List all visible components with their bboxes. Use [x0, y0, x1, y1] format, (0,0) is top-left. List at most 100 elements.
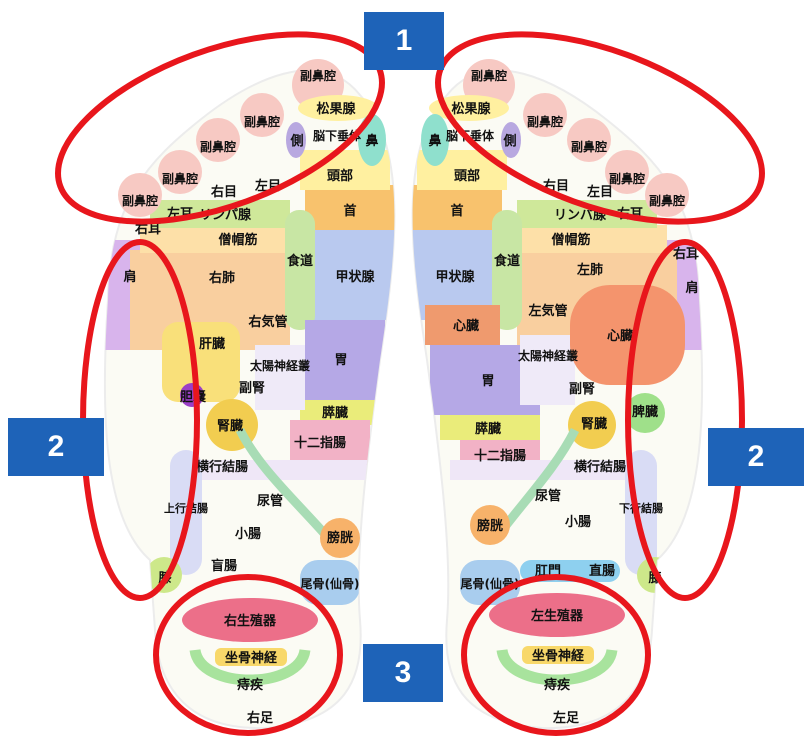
right-trapezius-zone	[140, 225, 290, 253]
left-label-me2: 左目	[587, 184, 613, 200]
left-label-zakotsu: 坐骨神経	[532, 648, 585, 664]
right-label-jinzou: 腎臓	[217, 418, 243, 434]
left-label-seishoku: 左生殖器	[531, 608, 584, 624]
right-duodenum-zone	[290, 420, 370, 465]
right-label-shoukasen: 松果腺	[316, 101, 356, 117]
left-toe-3	[567, 118, 611, 162]
left-label-oukou: 横行結腸	[574, 459, 626, 475]
left-label-gawa: 側	[502, 133, 516, 149]
left-label-hai: 左肺	[577, 262, 603, 278]
left-bladder-zone	[470, 505, 510, 545]
marker-badge-2-right: 2	[708, 428, 804, 486]
highlight-ring-heel-right	[153, 574, 343, 736]
right-genital-zone	[182, 598, 318, 642]
left-label-hizou: 脾臓	[632, 404, 658, 420]
right-toe-4	[158, 150, 202, 194]
right-label-kata: 肩	[123, 269, 136, 285]
left-label-hana: 鼻	[428, 133, 441, 149]
left-label-i: 胃	[481, 374, 494, 389]
right-label-fukubikuu-2: 副鼻腔	[244, 114, 280, 129]
left-foot: 副鼻腔 副鼻腔 副鼻腔 副鼻腔 副鼻腔 松果腺 脳下垂体 側 鼻 頭部 右目 左…	[411, 59, 704, 730]
left-label-chokuchou: 直腸	[589, 563, 615, 579]
right-label-mouchou: 盲腸	[211, 558, 237, 574]
right-label-fukubikuu-3: 副鼻腔	[200, 139, 236, 154]
left-toe-5	[645, 173, 689, 217]
left-side-zone	[501, 122, 521, 158]
right-label-shouchou: 小腸	[235, 527, 261, 542]
right-label-boukou: 膀胱	[326, 530, 353, 546]
left-label-jishitsu: 痔疾	[544, 677, 571, 693]
right-label-fukubikuu-4: 副鼻腔	[162, 171, 198, 186]
highlight-ring-edge-left	[625, 239, 745, 601]
left-label-fukubikuu-1: 副鼻腔	[471, 68, 507, 83]
right-label-i: 胃	[334, 353, 347, 368]
right-transverse-colon-zone	[175, 460, 375, 480]
left-label-shinzou-small: 心臓	[453, 318, 479, 334]
right-label-juunishi: 十二指腸	[294, 435, 346, 451]
left-label-koujou: 甲状腺	[435, 269, 475, 285]
right-toe-2	[240, 93, 284, 137]
right-label-fukubikuu-1: 副鼻腔	[300, 68, 336, 83]
left-label-shouchou: 小腸	[565, 515, 591, 530]
right-label-me: 右目	[210, 184, 237, 200]
left-coccyx-zone	[460, 560, 520, 605]
left-label-shokudou: 食道	[494, 253, 520, 269]
right-label-kanzou: 肝臓	[199, 336, 225, 352]
left-label-shinzou: 心臓	[607, 328, 633, 344]
right-label-tannou: 胆嚢	[180, 389, 207, 405]
right-toe-3	[196, 118, 240, 162]
right-label-suizou: 膵臓	[322, 405, 348, 421]
right-label-jishitsu: 痔疾	[237, 677, 264, 693]
right-pineal-zone	[298, 95, 378, 121]
left-hemorrhoid-zone	[496, 648, 618, 686]
right-label-taiyou: 太陽神経叢	[250, 358, 310, 373]
right-ureter-zone	[235, 427, 334, 543]
left-solar-plexus-zone	[520, 335, 575, 405]
left-neck-zone	[412, 185, 502, 230]
right-label-hana: 鼻	[365, 133, 378, 149]
right-label-kubi: 首	[343, 203, 356, 219]
left-nose-zone	[421, 114, 449, 166]
right-solar-plexus-zone	[255, 345, 305, 410]
left-label-taiyou: 太陽神経叢	[518, 348, 578, 363]
right-neck-zone	[305, 185, 395, 230]
left-label-boukou: 膀胱	[476, 518, 503, 534]
right-liver-zone	[162, 322, 240, 402]
left-label-suizou: 膵臓	[475, 421, 501, 437]
right-foot-caption: 右足	[246, 710, 274, 726]
marker-badge-2-left: 2	[8, 418, 104, 476]
left-spleen-zone	[625, 393, 665, 433]
left-kidney-zone	[568, 401, 616, 449]
right-label-seishoku: 右生殖器	[223, 613, 277, 629]
left-label-fukubikuu-3: 副鼻腔	[571, 139, 607, 154]
left-genital-zone	[489, 593, 625, 637]
right-label-koujou: 甲状腺	[335, 269, 375, 285]
right-label-nyoukan: 尿管	[257, 493, 283, 509]
right-label-oukou: 横行結腸	[196, 459, 248, 475]
right-stomach-zone	[305, 320, 385, 400]
left-sciatic-zone	[522, 646, 594, 664]
left-label-fukubikuu-2: 副鼻腔	[527, 114, 563, 129]
right-toe-5	[118, 173, 162, 217]
marker-badge-3: 3	[363, 644, 443, 702]
left-label-juunishi: 十二指腸	[474, 448, 526, 464]
right-foot: 副鼻腔 副鼻腔 副鼻腔 副鼻腔 副鼻腔 松果腺 脳下垂体 側 鼻 頭部 右目 左…	[103, 59, 396, 730]
left-label-kata: 肩	[685, 280, 698, 296]
left-toe-4	[605, 150, 649, 194]
left-heart-small-zone	[425, 305, 500, 345]
right-coccyx-zone	[300, 560, 360, 605]
right-label-bikotsu: 尾骨(仙骨)	[301, 576, 360, 591]
left-label-shoukasen: 松果腺	[451, 101, 491, 117]
right-label-toubu: 頭部	[327, 168, 353, 184]
right-label-hai: 右肺	[208, 270, 235, 286]
left-label-kakou: 下行結腸	[619, 501, 663, 515]
right-label-zakotsu: 坐骨神経	[225, 650, 278, 666]
left-label-kubi: 首	[450, 203, 463, 219]
right-label-fukujin: 副腎	[239, 381, 265, 396]
right-sciatic-zone	[215, 648, 287, 666]
right-hemorrhoid-zone	[189, 648, 311, 686]
right-esophagus-zone	[285, 210, 315, 330]
marker-badge-1: 1	[364, 12, 444, 70]
left-label-soubou: 僧帽筋	[551, 232, 590, 248]
